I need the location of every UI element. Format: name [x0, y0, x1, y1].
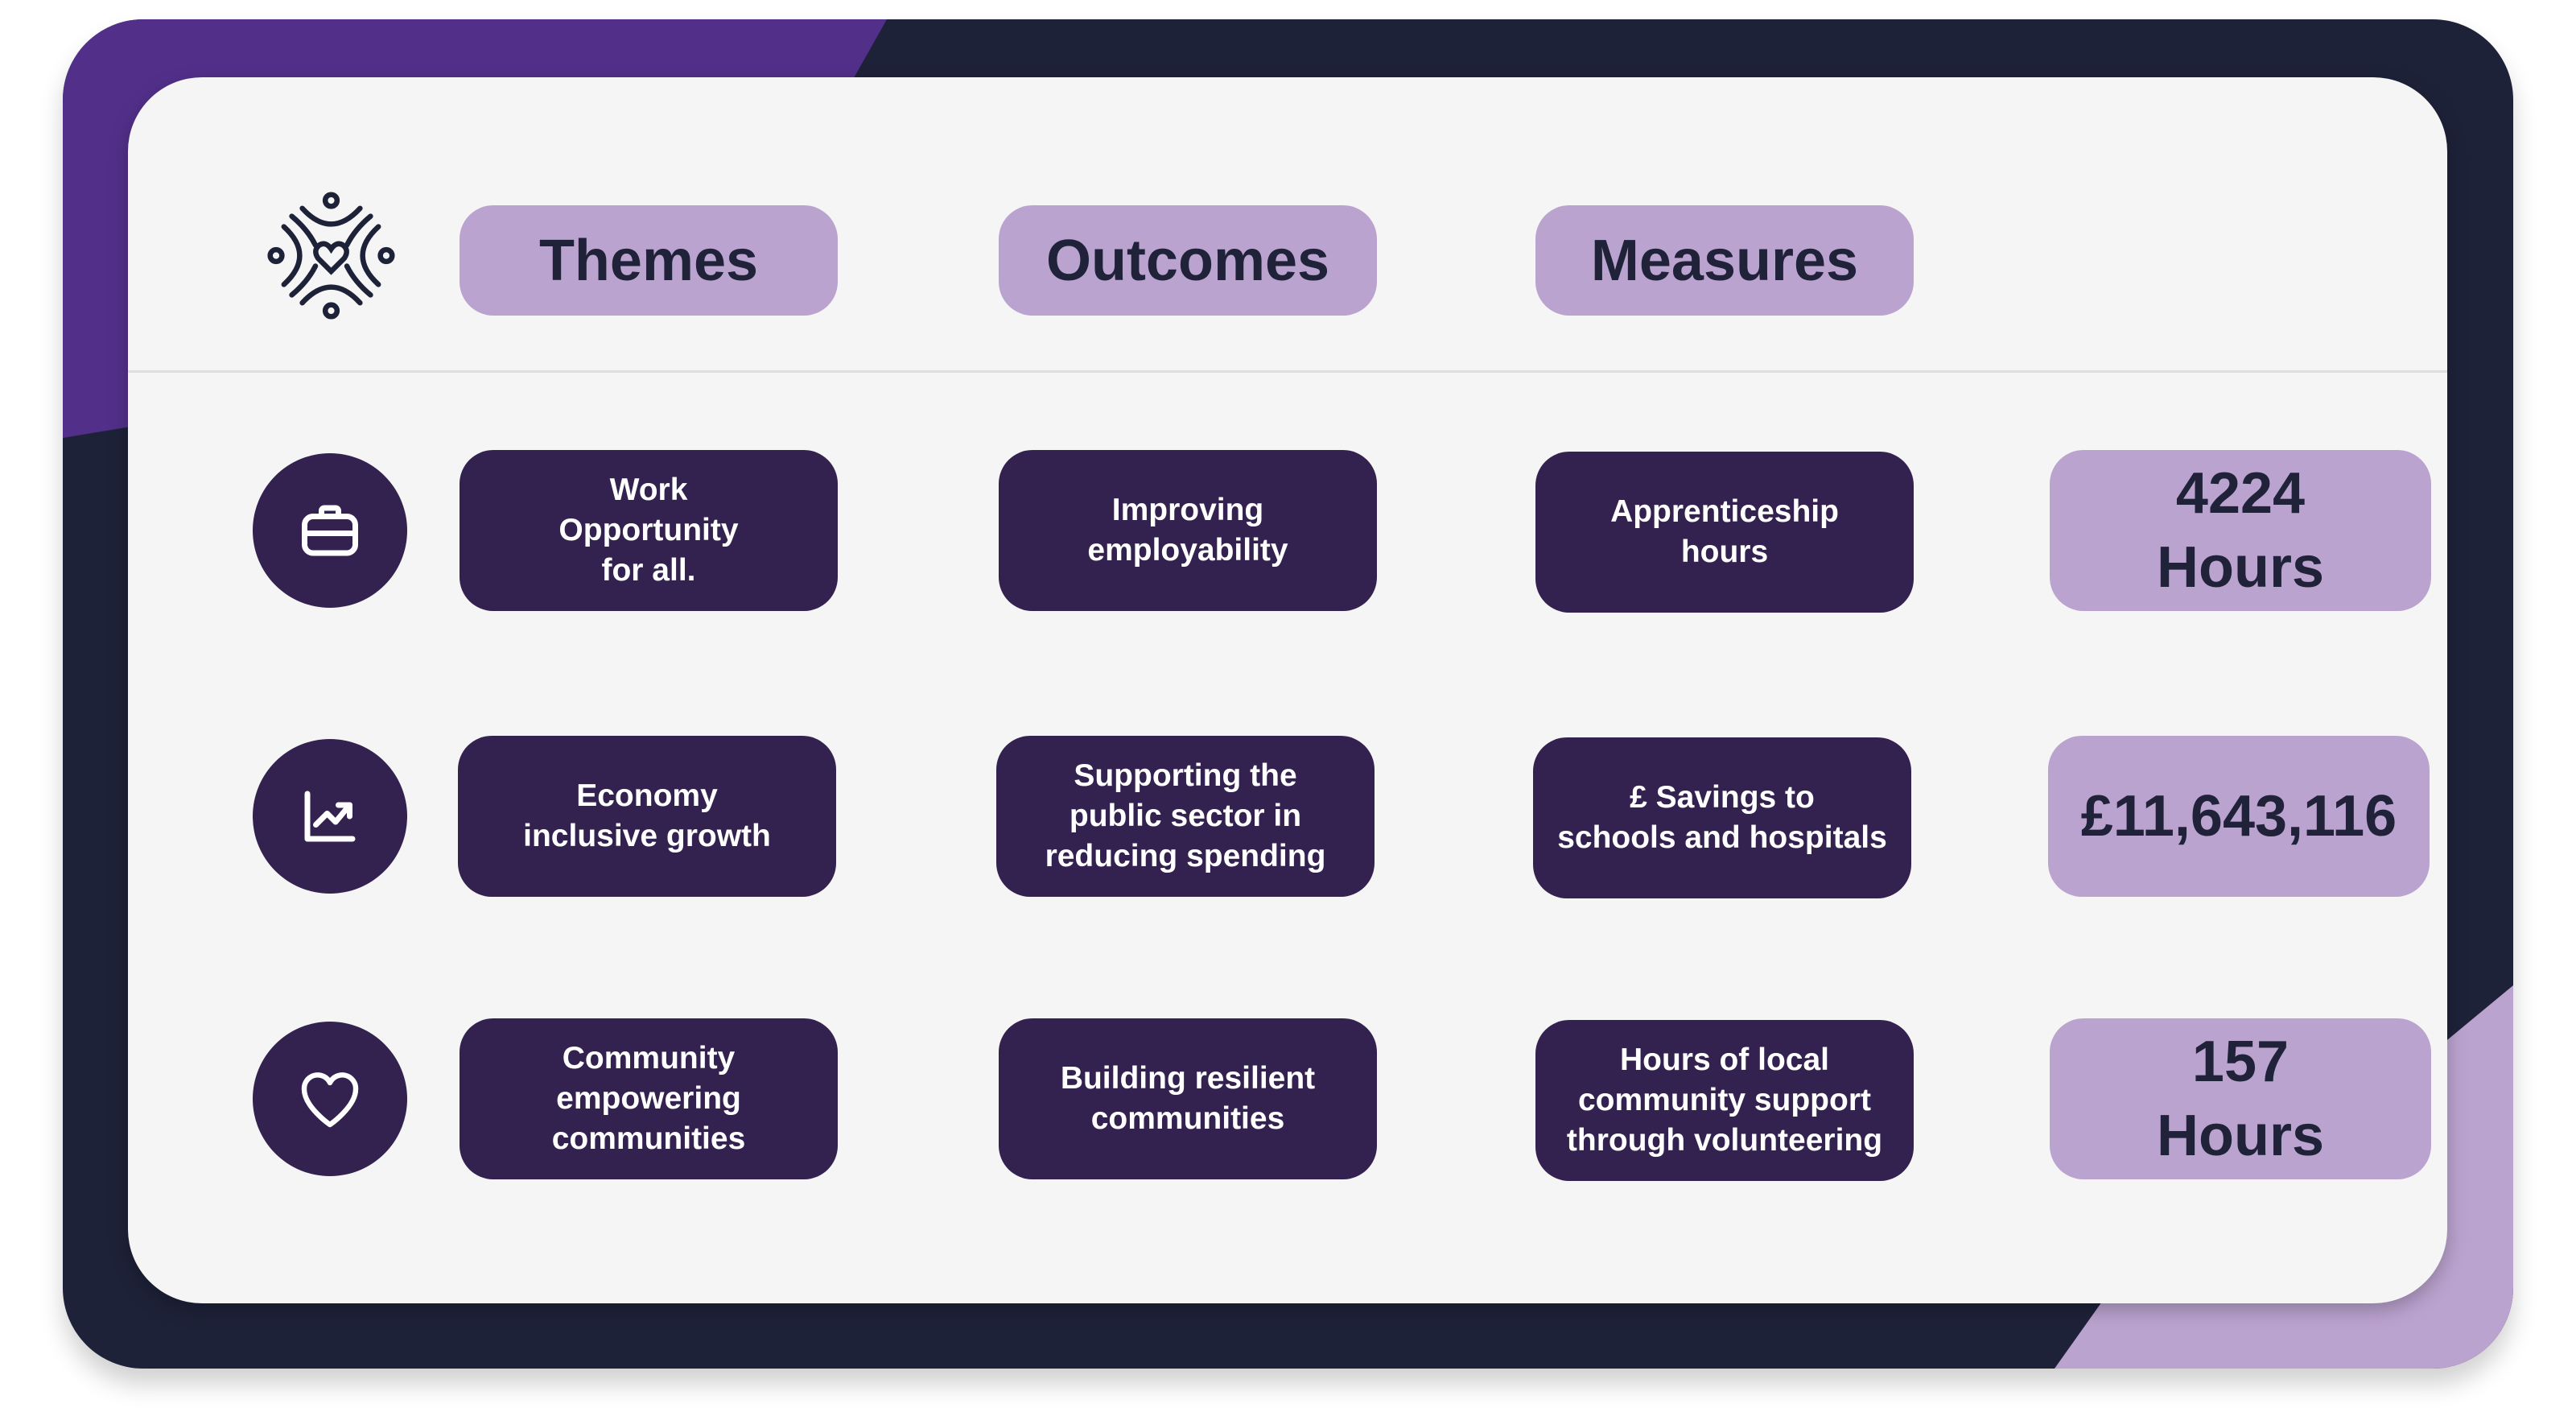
theme-cell: Work Opportunity for all. [460, 450, 838, 611]
header-measures: Measures [1535, 205, 1914, 316]
value-cell: £11,643,116 [2048, 736, 2430, 897]
value-cell: 4224 Hours [2050, 450, 2431, 611]
outcome-cell: Building resilient communities [999, 1018, 1377, 1179]
theme-cell: Community empowering communities [460, 1018, 838, 1179]
outcome-cell: Improving employability [999, 450, 1377, 611]
theme-cell: Economy inclusive growth [458, 736, 836, 897]
row-icon-circle [253, 453, 407, 608]
header-divider [128, 370, 2447, 373]
briefcase-icon [302, 505, 358, 556]
header-themes: Themes [460, 205, 838, 316]
measure-cell: £ Savings to schools and hospitals [1533, 737, 1911, 898]
measure-cell: Apprenticeship hours [1535, 452, 1914, 613]
heart-icon [301, 1072, 359, 1128]
header-label: Outcomes [1045, 228, 1330, 293]
header-outcomes: Outcomes [999, 205, 1377, 316]
row-icon-circle [253, 739, 407, 894]
row-icon-circle [253, 1022, 407, 1176]
header-label: Measures [1590, 228, 1859, 293]
header-label: Themes [538, 228, 759, 293]
chart-trend-icon [304, 791, 356, 842]
outcome-cell: Supporting the public sector in reducing… [996, 736, 1375, 897]
measure-cell: Hours of local community support through… [1535, 1020, 1914, 1181]
value-cell: 157 Hours [2050, 1018, 2431, 1179]
community-logo-icon [267, 192, 395, 320]
